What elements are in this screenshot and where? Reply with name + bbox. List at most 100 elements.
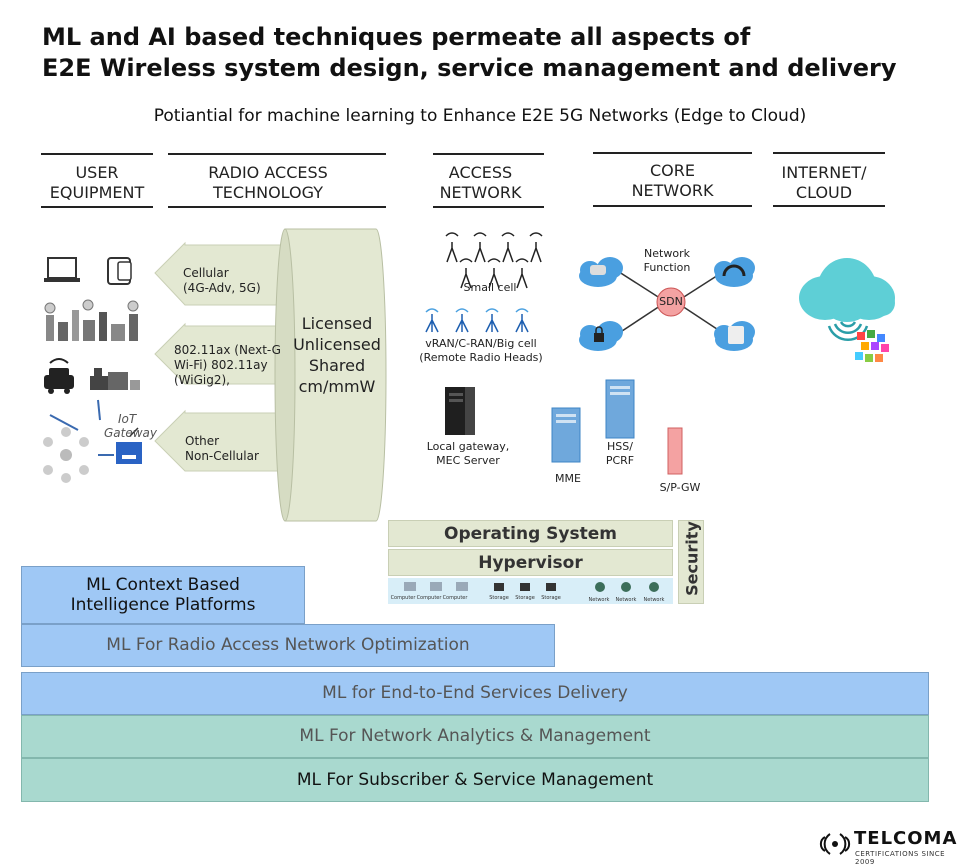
iot-gateway-label: IoT Gateway <box>104 412 157 440</box>
logo-name: TELCOMA <box>854 828 958 849</box>
storage-icons <box>494 583 556 591</box>
network-label-2: Network <box>615 597 637 603</box>
iot-label: IoT <box>118 412 137 426</box>
wireless-waves-icon <box>827 321 869 341</box>
infra-icons <box>404 582 659 592</box>
ue-top-rule <box>41 153 153 155</box>
context-line-1: ML Context Based <box>86 575 240 595</box>
cloud-icon-gauge <box>714 257 755 287</box>
telcoma-logo-icon <box>819 833 851 855</box>
rat-header: RADIO ACCESS TECHNOLOGY <box>168 163 368 203</box>
infrastructure-box: Computer Computer Computer Storage Stora… <box>388 578 673 604</box>
storage-label-1: Storage <box>489 595 509 601</box>
access-antennas <box>445 232 543 289</box>
non-cellular-line-2: Non-Cellular <box>185 449 259 463</box>
rrh-antennas <box>425 308 529 333</box>
ue-bottom-rule <box>41 206 153 208</box>
ue-header-line-1: USER <box>75 163 119 182</box>
ue-header-line-2: EQUIPMENT <box>49 183 145 202</box>
gateway-label: Gateway <box>104 426 158 440</box>
operating-system-box: Operating System <box>388 520 673 547</box>
smart-city-icon <box>44 299 139 341</box>
unlicensed-label: Unlicensed <box>293 335 381 354</box>
title-line-2: E2E Wireless system design, service mana… <box>42 54 897 82</box>
core-bottom-rule <box>593 205 752 207</box>
inet-header: INTERNET/ CLOUD <box>768 163 880 203</box>
context-platform-band: ML Context Based Intelligence Platforms <box>21 566 305 624</box>
an-header-line-1: ACCESS <box>448 163 513 182</box>
logo-tagline: CERTIFICATIONS SINCE 2009 <box>855 850 946 866</box>
computer-icons <box>404 582 468 591</box>
cmmmw-label: cm/mmW <box>298 377 376 396</box>
security-label: Security <box>682 521 702 596</box>
title-line-1: ML and AI based techniques permeate all … <box>42 23 751 51</box>
network-label-1: Network <box>588 597 610 603</box>
laptop-icon <box>44 257 80 282</box>
core-top-rule <box>593 152 752 154</box>
inet-header-line-2: CLOUD <box>795 183 853 202</box>
an-top-rule <box>433 153 544 155</box>
app-icons <box>855 330 889 362</box>
main-title: ML and AI based techniques permeate all … <box>42 22 897 84</box>
wifi-text: 802.11ax (Next-G Wi-Fi) 802.11ay (WiGig2… <box>174 343 281 388</box>
user-equipment-icons <box>43 257 142 483</box>
gateway-line-2: MEC Server <box>436 454 500 467</box>
cloud-icon-lock <box>579 321 623 351</box>
gateway-router-icon <box>116 427 142 464</box>
computer-label-3: Computer <box>442 595 468 601</box>
sdn-node <box>656 287 686 317</box>
cloud-icon-server <box>714 321 755 351</box>
core-servers <box>551 379 683 475</box>
hypervisor-box: Hypervisor <box>388 549 673 576</box>
ran-optimization-band: ML For Radio Access Network Optimization <box>21 624 555 667</box>
shared-label: Shared <box>308 356 366 375</box>
wifi-line-3: (WiGig2), <box>174 373 230 387</box>
mme-label: MME <box>555 472 581 485</box>
ue-header: USER EQUIPMENT <box>41 163 153 203</box>
internet-cloud-icon <box>799 258 895 362</box>
spectrum-cylinder <box>274 228 387 522</box>
rat-top-rule <box>168 153 386 155</box>
subscriber-management-band: ML For Subscriber & Service Management <box>21 758 929 802</box>
hss-server-icon <box>605 379 635 439</box>
core-header: CORE NETWORK <box>593 161 752 201</box>
network-icons <box>595 582 659 592</box>
vran-line-2: (Remote Radio Heads) <box>419 351 543 364</box>
wifi-line-2: Wi-Fi) 802.11ay <box>174 358 268 372</box>
rat-shapes <box>154 228 387 522</box>
factory-icon <box>90 368 140 390</box>
sdn-diagram <box>579 257 755 351</box>
non-cellular-text: Other Non-Cellular <box>185 434 259 464</box>
wifi-line-1: 802.11ax (Next-G <box>174 343 281 357</box>
spgw-gateway-icon <box>667 427 683 475</box>
computer-label-2: Computer <box>416 595 442 601</box>
hss-label: HSS/ PCRF <box>598 440 642 468</box>
core-header-line-1: CORE <box>650 161 695 180</box>
hss-line-2: PCRF <box>605 454 635 467</box>
network-function-label: Network Function <box>634 247 700 275</box>
spgw-label: S/P-GW <box>659 481 701 494</box>
hss-line-1: HSS/ <box>607 440 633 453</box>
vran-label: vRAN/C-RAN/Big cell (Remote Radio Heads) <box>412 337 550 365</box>
network-label-3: Network <box>643 597 665 603</box>
computer-label-1: Computer <box>390 595 416 601</box>
cellular-line-1: Cellular <box>183 266 229 280</box>
storage-label-3: Storage <box>541 595 561 601</box>
vran-line-1: vRAN/C-RAN/Big cell <box>425 337 537 350</box>
cellular-text: Cellular (4G-Adv, 5G) <box>183 266 261 296</box>
inet-bottom-rule <box>773 205 885 207</box>
rat-bottom-rule <box>168 206 386 208</box>
rat-header-line-2: TECHNOLOGY <box>213 183 323 202</box>
mec-server-icon <box>445 387 475 435</box>
cellular-line-2: (4G-Adv, 5G) <box>183 281 261 295</box>
inet-top-rule <box>773 152 885 154</box>
cloud-icon-db <box>579 257 623 287</box>
network-analytics-band: ML For Network Analytics & Management <box>21 715 929 758</box>
non-cellular-line-1: Other <box>185 434 220 448</box>
licensed-label: Licensed <box>301 314 373 333</box>
context-line-2: Intelligence Platforms <box>70 595 256 615</box>
spectrum-text: Licensed Unlicensed Shared cm/mmW <box>290 313 384 397</box>
rat-header-line-1: RADIO ACCESS <box>208 163 328 182</box>
car-icon <box>44 358 74 394</box>
nf-line-1: Network <box>644 247 690 260</box>
